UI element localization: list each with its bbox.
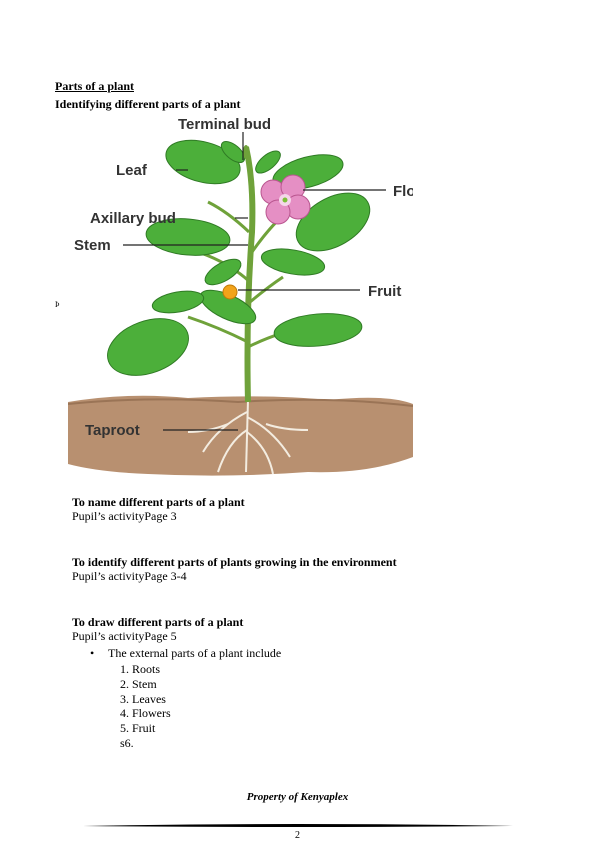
side-mark: Þ bbox=[55, 300, 60, 309]
label-leaf: Leaf bbox=[116, 162, 148, 179]
flower bbox=[260, 174, 311, 225]
section-identify-parts: To identify different parts of plants gr… bbox=[72, 555, 397, 583]
section-heading: To identify different parts of plants gr… bbox=[72, 555, 397, 569]
bullet-item: • The external parts of a plant include bbox=[90, 646, 281, 661]
section-text: Pupil’s activityPage 5 bbox=[72, 629, 177, 643]
fruit bbox=[222, 284, 238, 300]
list-item: 4. Flowers bbox=[120, 706, 171, 721]
label-fruit: Fruit bbox=[368, 283, 401, 300]
list-item: 1. Roots bbox=[120, 662, 161, 676]
section-draw-parts: To draw different parts of a plant Pupil… bbox=[72, 615, 243, 643]
section-text: Pupil’s activityPage 3 bbox=[72, 509, 177, 523]
label-flower: Flower bbox=[393, 183, 413, 200]
list-item: 5. Fruit bbox=[120, 721, 156, 736]
label-terminal-bud: Terminal bud bbox=[178, 116, 271, 133]
footer-property: Property of Kenyaplex bbox=[246, 791, 349, 803]
leaves bbox=[107, 139, 371, 376]
terminal-bud bbox=[243, 145, 249, 159]
footer-rule bbox=[83, 824, 513, 827]
parts-list: 1. Roots 2. Stem 3. Leaves 4. Flowers 5.… bbox=[120, 662, 171, 751]
section-heading: To draw different parts of a plant bbox=[72, 615, 244, 629]
label-taproot: Taproot bbox=[85, 422, 140, 439]
section-name-parts: To name different parts of a plant Pupil… bbox=[72, 495, 245, 523]
list-item: s6. bbox=[120, 735, 134, 750]
list-item: 3. Leaves bbox=[120, 691, 166, 706]
label-axillary-bud: Axillary bud bbox=[90, 210, 176, 227]
label-stem: Stem bbox=[74, 237, 111, 254]
bullet-text: The external parts of a plant include bbox=[108, 646, 282, 660]
page-subtitle: Identifying different parts of a plant bbox=[55, 97, 241, 111]
plant-diagram: Terminal bud Leaf Axillary bud Stem Flow… bbox=[68, 116, 413, 476]
section-text: Pupil’s activityPage 3-4 bbox=[72, 569, 187, 583]
bullet-icon: • bbox=[90, 646, 95, 660]
page-number: 2 bbox=[295, 830, 300, 841]
stem bbox=[243, 146, 256, 403]
list-item: 2. Stem bbox=[120, 676, 157, 691]
page-title: Parts of a plant bbox=[55, 79, 134, 93]
section-heading: To name different parts of a plant bbox=[72, 495, 245, 509]
